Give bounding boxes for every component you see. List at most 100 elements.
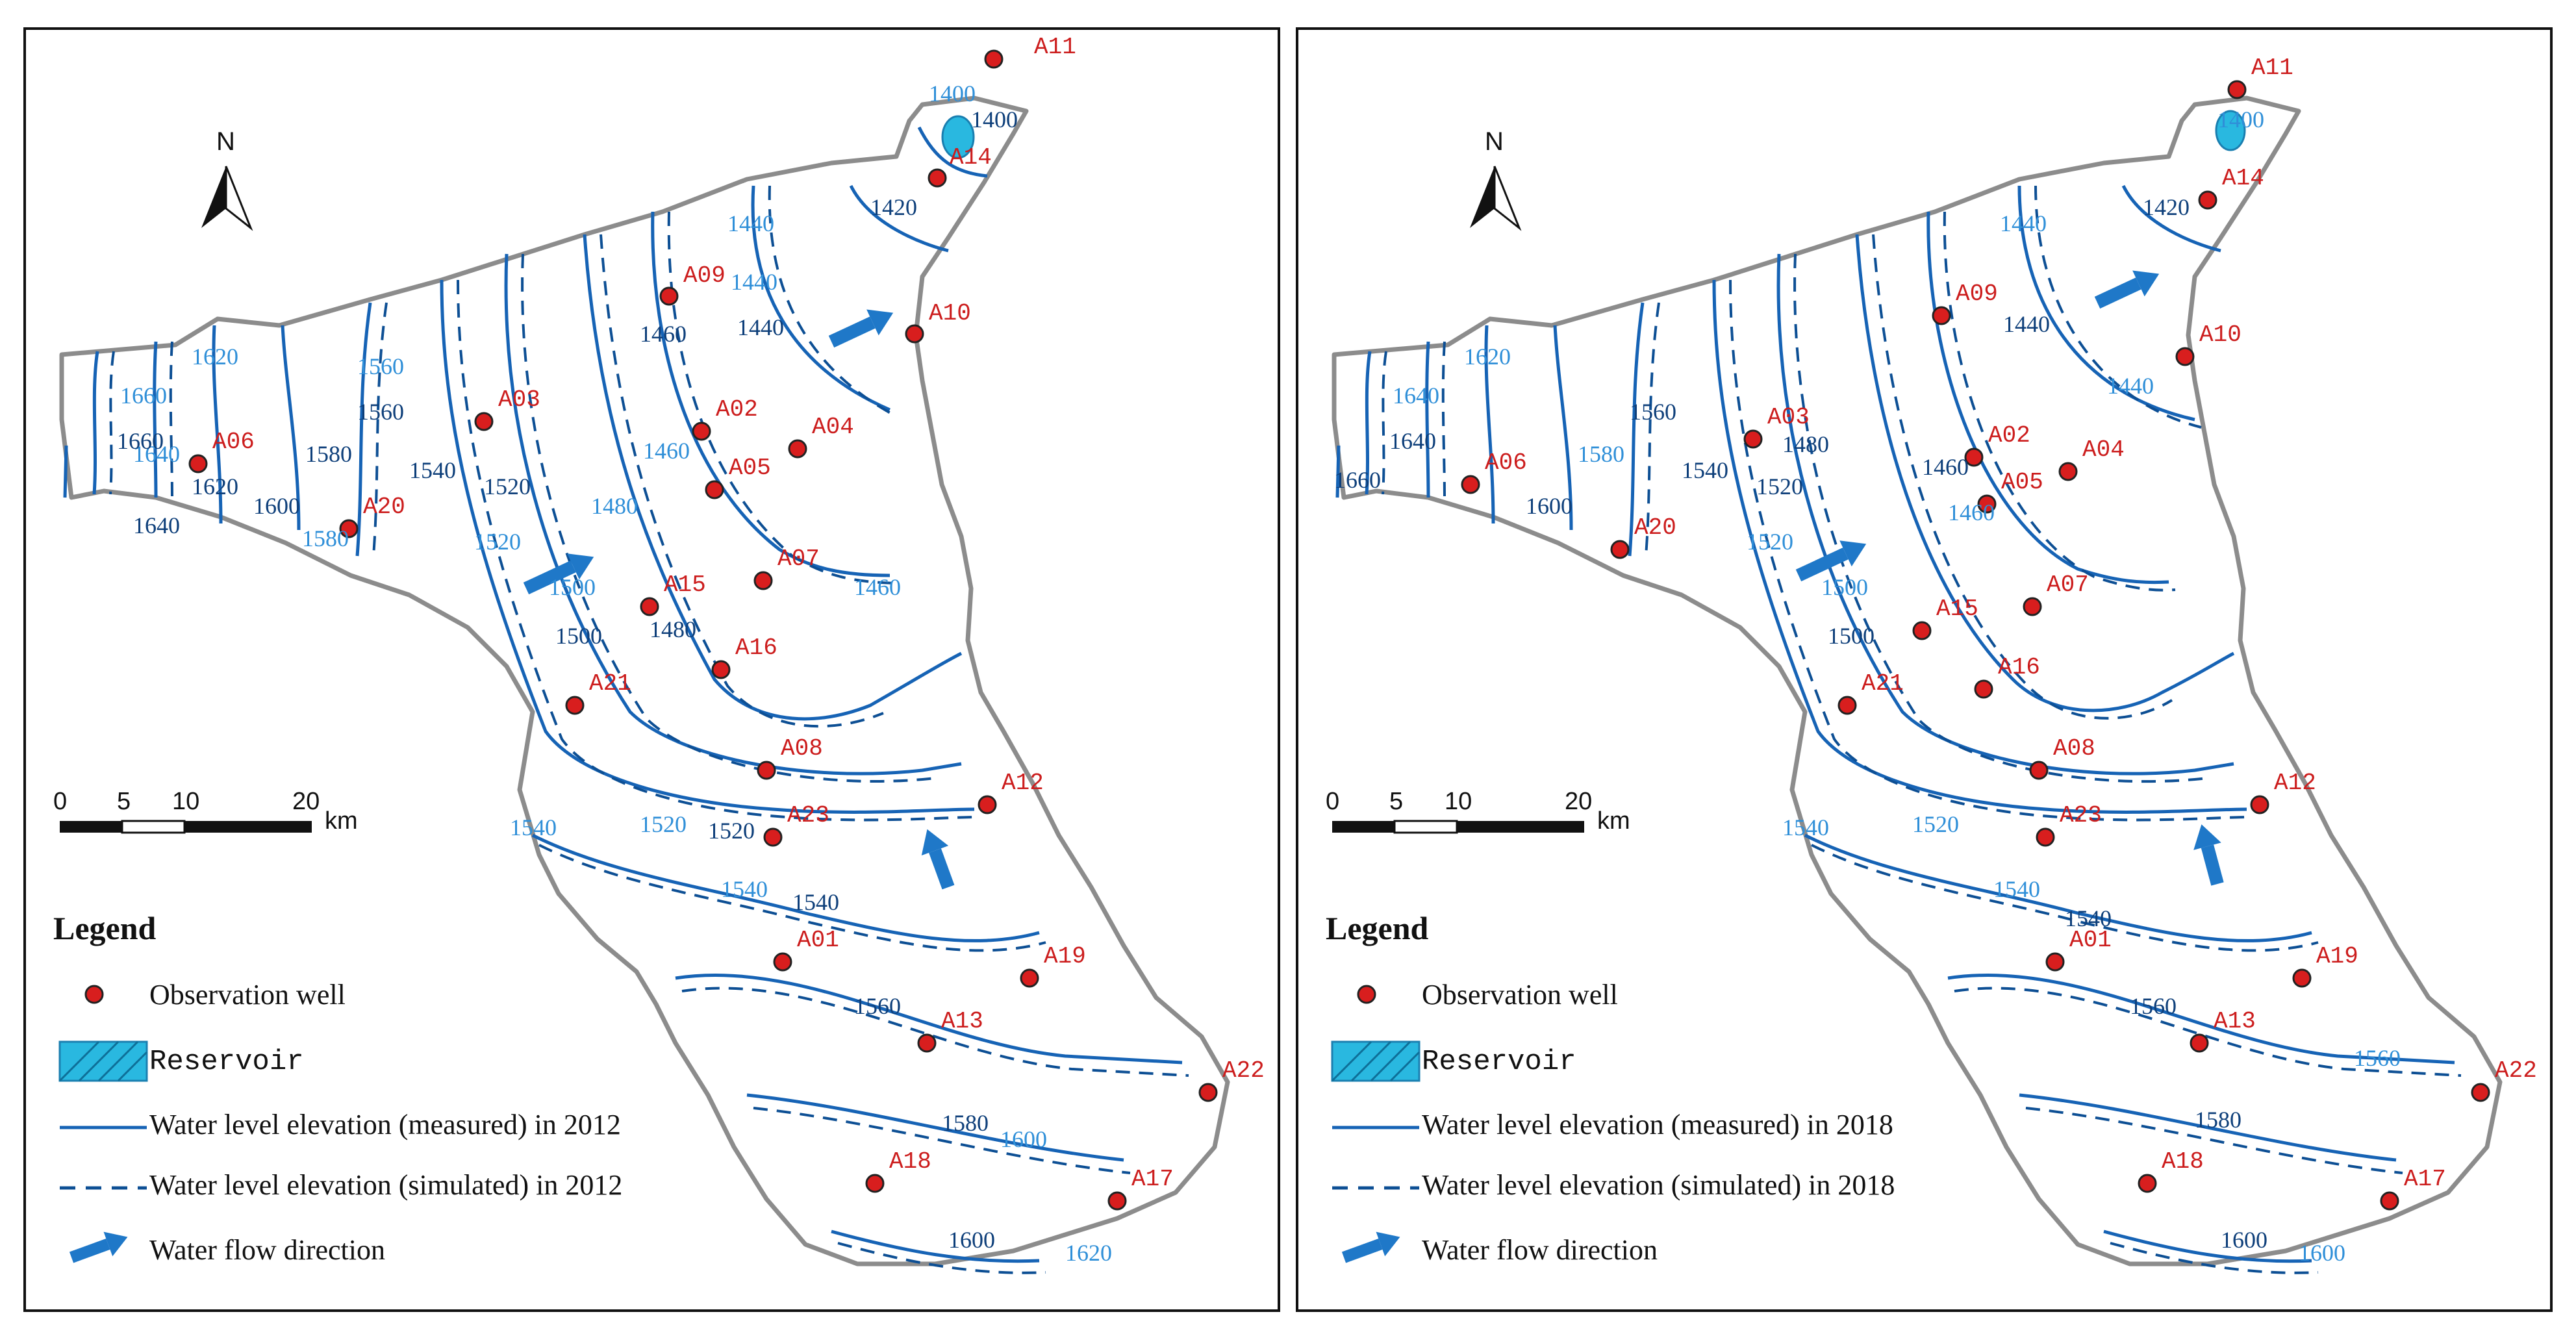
contour-1520 xyxy=(440,279,975,814)
contour-1600b xyxy=(831,1229,1040,1263)
contour-1480 xyxy=(583,234,963,721)
observation-well-a16 xyxy=(1974,679,1993,699)
contour-label: 1580 xyxy=(942,1110,989,1136)
well-label-a11: A11 xyxy=(1034,34,1076,60)
contour-1560a xyxy=(281,325,301,531)
well-label-a02: A02 xyxy=(1988,422,2030,449)
contour-1600a xyxy=(153,341,158,498)
sim-contour-1540b xyxy=(538,844,1046,952)
legend-label: Reservoir xyxy=(1422,1046,1576,1078)
contour-label: 1440 xyxy=(2107,373,2154,399)
sim-contour-1480 xyxy=(1872,234,2173,720)
observation-well-a10 xyxy=(2175,347,2195,366)
observation-well-a18 xyxy=(2138,1174,2157,1193)
well-label-a19: A19 xyxy=(2316,943,2358,970)
contour-label: 1540 xyxy=(409,457,456,483)
scale-unit: km xyxy=(325,807,358,835)
contour-label: 1560 xyxy=(2130,993,2177,1019)
contour-1620 xyxy=(1365,351,1372,495)
observation-well-a06 xyxy=(188,454,208,473)
sim-contour-1620 xyxy=(1382,351,1387,495)
contour-label: 1520 xyxy=(474,529,521,555)
legend-title: Legend xyxy=(1326,910,1429,946)
contour-label: 1620 xyxy=(1464,344,1511,370)
contour-label: 1400 xyxy=(929,81,976,107)
sim-contour-1520 xyxy=(457,279,981,822)
observation-well-a19 xyxy=(2292,968,2312,988)
contour-label: 1640 xyxy=(1389,428,1436,454)
contour-label: 1500 xyxy=(1828,623,1875,649)
observation-well-a17 xyxy=(2380,1191,2399,1211)
well-label-a01: A01 xyxy=(797,927,839,953)
legend-label: Observation well xyxy=(149,979,346,1011)
well-label-a06: A06 xyxy=(212,429,255,455)
contour-1580a xyxy=(1484,325,1495,524)
reservoir-shape xyxy=(941,115,975,159)
well-label-a15: A15 xyxy=(1936,596,1978,622)
sim-contour-1500 xyxy=(521,253,936,783)
contour-label: 1500 xyxy=(555,623,602,649)
flow-arrows xyxy=(1795,270,2224,886)
well-label-a01: A01 xyxy=(2069,927,2112,953)
observation-well-a09 xyxy=(659,286,679,306)
legend: Legend Observation well Reservoir Water … xyxy=(1326,910,1895,1266)
sim-contour-1600b xyxy=(837,1242,1046,1274)
contour-label: 1420 xyxy=(870,194,917,220)
simulated-contours xyxy=(1382,185,2462,1274)
contour-label: 1580 xyxy=(305,441,352,467)
observation-well-a20 xyxy=(339,519,359,538)
map-2012-svg: A11A14A09A10A02A04A05A03A06A20A07A15A16A… xyxy=(53,34,1265,1274)
well-label-a14: A14 xyxy=(2222,165,2264,192)
observation-well-a15 xyxy=(640,597,659,616)
contour-label: 1480 xyxy=(1782,431,1829,457)
observation-well-a19 xyxy=(1020,968,1039,988)
scale-bar: 0 5 10 20 km xyxy=(1326,788,1630,835)
sim-contour-1440 xyxy=(2034,185,2202,429)
contour-label: 1440 xyxy=(731,269,777,295)
contour-label: 1620 xyxy=(192,344,238,370)
observation-well-a02 xyxy=(692,422,711,441)
contour-1560b xyxy=(1947,974,2455,1065)
well-label-a14: A14 xyxy=(950,144,992,171)
legend-label: Reservoir xyxy=(149,1046,304,1078)
contour-label: 1520 xyxy=(1912,811,1959,837)
legend-title: Legend xyxy=(53,910,157,946)
well-markers: A11A14A09A10A02A04A05A03A06A20A07A15A16A… xyxy=(188,34,1265,1211)
well-label-a13: A13 xyxy=(941,1008,983,1035)
well-label-a08: A08 xyxy=(781,735,823,762)
observation-well-a08 xyxy=(757,761,776,780)
observation-well-a13 xyxy=(2190,1033,2209,1053)
observation-well-a04 xyxy=(2058,462,2078,481)
well-label-a06: A06 xyxy=(1485,449,1527,476)
contour-label: 1540 xyxy=(2065,905,2112,931)
contour-1460 xyxy=(651,211,890,577)
flow-arrow-2 xyxy=(523,553,594,595)
contour-label: 1560 xyxy=(357,399,404,425)
contour-label: 1440 xyxy=(2003,311,2050,337)
contour-labels: 1400 1420 1440 1440 1440 1460 1460 1480 … xyxy=(1334,107,2401,1266)
contour-label: 1520 xyxy=(708,818,755,844)
well-label-a23: A23 xyxy=(2060,802,2102,829)
well-label-a23: A23 xyxy=(787,802,829,829)
contour-1660 xyxy=(1335,445,1341,498)
observation-well-a03 xyxy=(474,412,494,431)
study-area-boundary xyxy=(1332,95,2503,1267)
sim-contour-1560b xyxy=(681,987,1189,1077)
observation-well-a15 xyxy=(1912,621,1932,640)
simulated-contours xyxy=(109,185,1189,1274)
sim-contour-1580b xyxy=(753,1107,1131,1174)
observation-well-a04 xyxy=(788,439,807,459)
sim-contour-1600b xyxy=(2110,1242,2319,1274)
north-label: N xyxy=(216,127,235,156)
contour-label: 1480 xyxy=(591,493,638,519)
contour-label: 1560 xyxy=(2354,1045,2401,1071)
contour-1560a xyxy=(1553,325,1573,531)
scale-tick-label: 0 xyxy=(1326,788,1339,815)
observation-well-a07 xyxy=(2023,597,2042,616)
observation-well-a02 xyxy=(1964,447,1984,467)
observation-well-a06 xyxy=(1461,475,1480,494)
scale-tick-label: 5 xyxy=(117,788,131,815)
contour-label: 1600 xyxy=(1526,493,1572,519)
sim-contour-1540b xyxy=(1811,844,2319,952)
